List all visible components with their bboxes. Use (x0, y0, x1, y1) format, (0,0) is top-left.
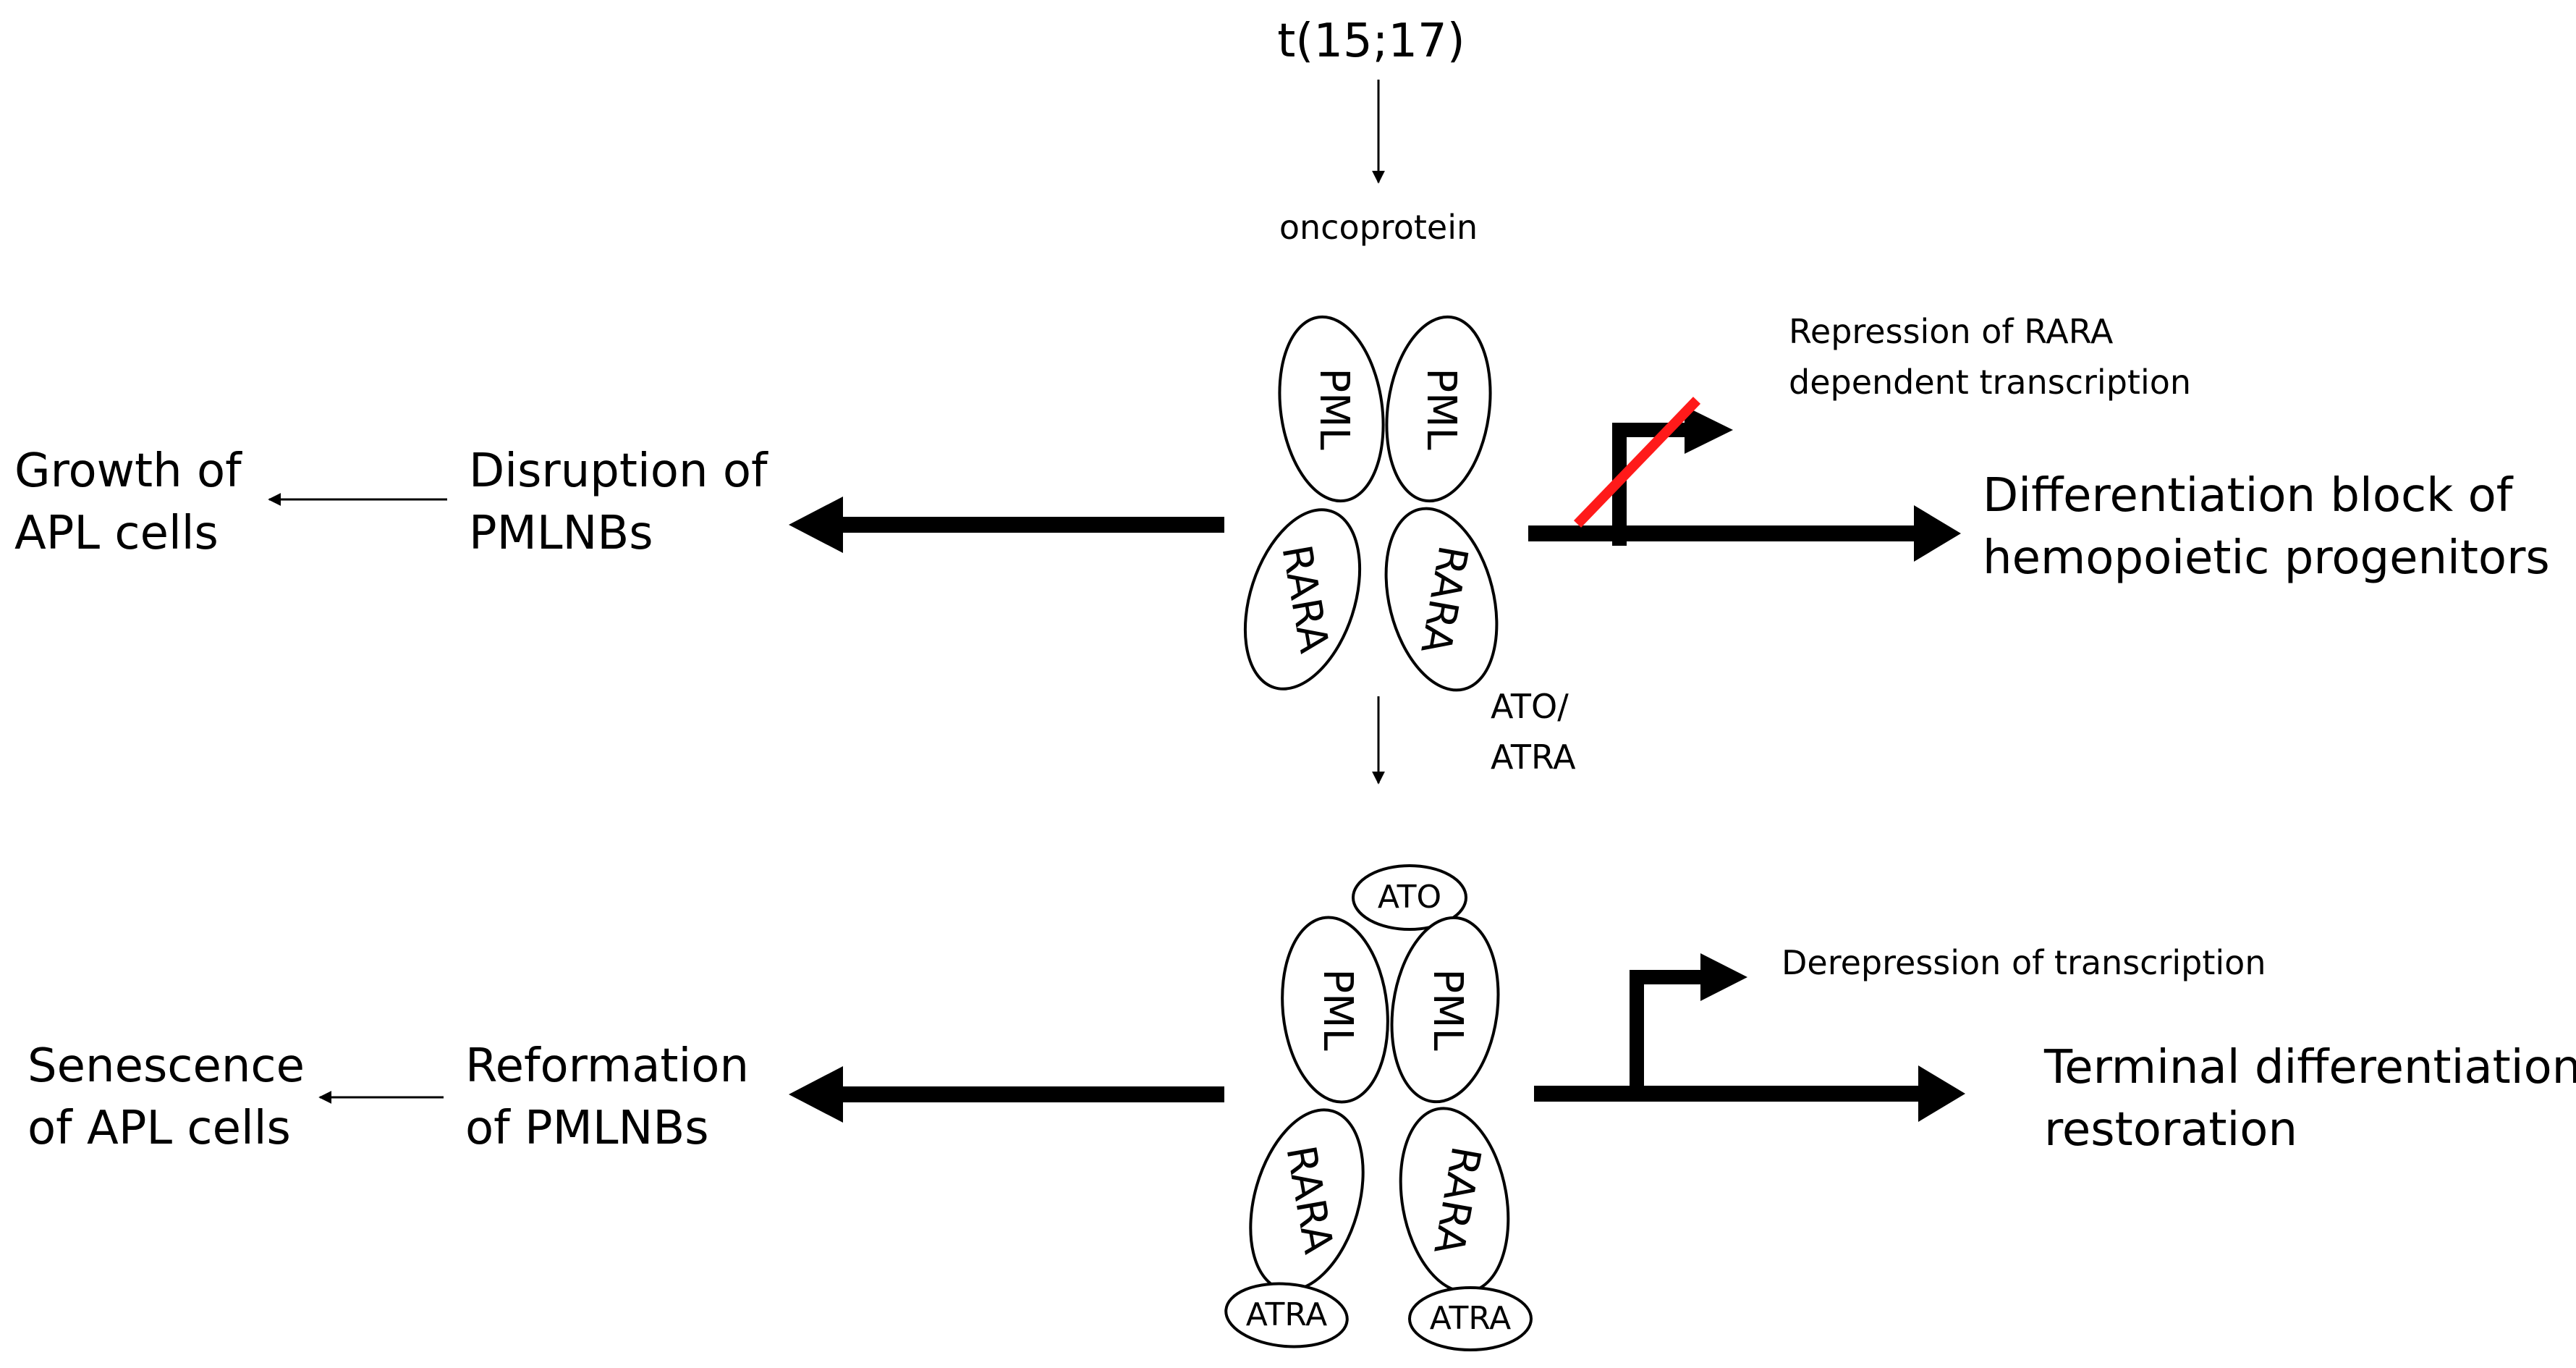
treated-complex: ATO PML PML RARA RARA ATRA ATRA (1224, 864, 1533, 1351)
growth-label: Growth of (14, 444, 242, 498)
rara-domain-right-treated: RARA (1399, 1107, 1510, 1293)
differentiation-block-label-line2: hemopoietic progenitors (1983, 531, 2550, 585)
bottom-right-thick-arrow (1534, 1065, 1965, 1122)
svg-text:PML: PML (1418, 368, 1465, 449)
rara-domain-right: RARA (1384, 507, 1499, 692)
svg-text:ATRA: ATRA (1430, 1300, 1511, 1337)
disruption-label: Disruption of (469, 444, 768, 498)
oncoprotein-label: oncoprotein (1279, 208, 1478, 247)
derepression-note: Derepression of transcription (1781, 943, 2266, 982)
svg-text:PML: PML (1310, 368, 1357, 449)
terminal-differentiation-label-line2: restoration (2044, 1103, 2297, 1157)
svg-text:ATO: ATO (1378, 879, 1441, 916)
disruption-label-line2: PMLNBs (469, 507, 653, 560)
pml-domain-right: PML (1385, 315, 1492, 503)
active-promoter-icon (1630, 953, 1747, 1094)
pml-domain-left-treated: PML (1281, 916, 1389, 1104)
rara-domain-left: RARA (1243, 508, 1362, 691)
repression-note-line2: dependent transcription (1789, 363, 2191, 402)
atra-bound-left: ATRA (1224, 1282, 1349, 1348)
svg-text:PML: PML (1424, 968, 1471, 1050)
senescence-label-line2: of APL cells (27, 1102, 291, 1155)
block-mark (1573, 397, 1701, 528)
reformation-label: Reformation (465, 1039, 749, 1093)
differentiation-block-label: Differentiation block of (1983, 469, 2514, 523)
svg-text:ATRA: ATRA (1246, 1296, 1327, 1333)
treatment-label-line2: ATRA (1491, 738, 1576, 777)
top-left-thick-arrow (789, 497, 1224, 553)
pml-domain-left: PML (1278, 315, 1385, 503)
ato-bound: ATO (1352, 864, 1467, 931)
senescence-label: Senescence (27, 1039, 305, 1093)
reformation-label-line2: of PMLNBs (465, 1102, 709, 1155)
translocation-label: t(15;17) (1277, 14, 1465, 68)
repression-note: Repression of RARA (1789, 312, 2114, 351)
bottom-left-thick-arrow (789, 1066, 1224, 1123)
treatment-label: ATO/ (1491, 687, 1569, 726)
growth-label-line2: APL cells (14, 507, 219, 560)
atra-bound-right: ATRA (1408, 1286, 1533, 1351)
oncoprotein-complex: PML PML RARA RARA (1243, 315, 1499, 692)
pml-domain-right-treated: PML (1390, 916, 1500, 1104)
rara-domain-left-treated: RARA (1249, 1108, 1365, 1292)
svg-text:PML: PML (1314, 968, 1361, 1050)
terminal-differentiation-label: Terminal differentiation (2043, 1041, 2576, 1094)
